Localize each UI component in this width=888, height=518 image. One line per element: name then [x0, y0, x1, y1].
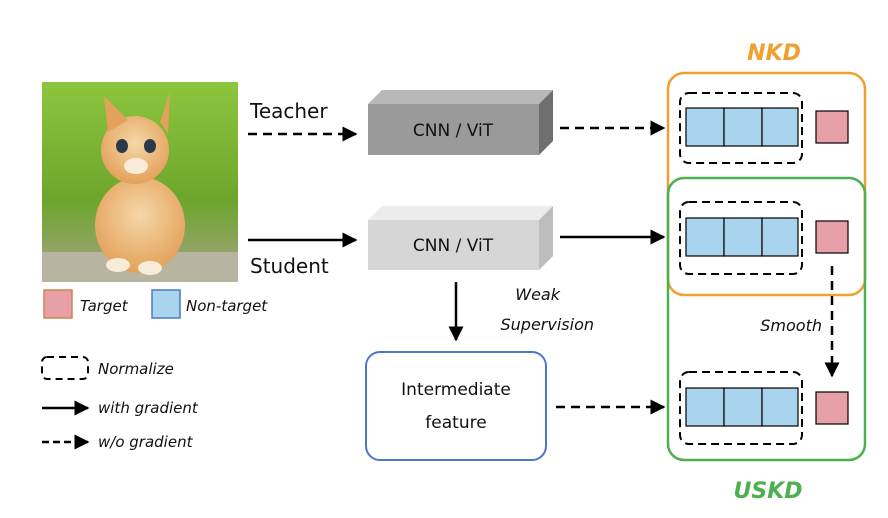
intermediate-label-line1: Intermediate: [401, 380, 511, 400]
target-cell: [815, 110, 849, 144]
intermediate-label-line2: feature: [425, 413, 486, 433]
legend-target-swatch: [43, 289, 73, 319]
legend-non-target-label: Non-target: [186, 297, 268, 315]
non-target-cell: [761, 217, 799, 257]
legend-colors: Target Non-target: [43, 289, 268, 319]
nkd-frame: [666, 71, 867, 297]
legend-wo-gradient-label: w/o gradient: [98, 433, 194, 451]
non-target-cell: [685, 217, 725, 257]
teacher-model-block: CNN / ViT: [368, 90, 553, 155]
legend-target-label: Target: [80, 297, 129, 315]
teacher-model-label: CNN / ViT: [413, 121, 494, 141]
normalize-box: [679, 92, 803, 164]
non-target-cell: [761, 107, 799, 147]
legend-normalize-icon: [41, 356, 89, 380]
uskd-frame: [666, 176, 867, 462]
weak-label-line2: Supervision: [501, 315, 595, 334]
non-target-cell: [685, 387, 725, 427]
non-target-cell: [723, 387, 763, 427]
non-target-cell: [723, 217, 763, 257]
student-model-label: CNN / ViT: [413, 236, 494, 256]
normalize-box: [679, 371, 803, 445]
non-target-cell: [685, 107, 725, 147]
student-model-block: CNN / ViT: [368, 206, 553, 270]
uskd-title: USKD: [733, 479, 802, 504]
normalize-box: [679, 201, 803, 275]
student-logits: [679, 201, 849, 275]
kitten-image: [42, 82, 238, 282]
intermediate-feature-box: Intermediate feature: [365, 351, 547, 461]
target-cell: [815, 391, 849, 425]
weak-label-line1: Weak: [515, 285, 560, 304]
nkd-title: NKD: [747, 41, 801, 66]
non-target-cell: [723, 107, 763, 147]
legend-symbols: Normalize with gradient w/o gradient: [41, 356, 199, 451]
teacher-label: Teacher: [249, 99, 328, 123]
smooth-label: Smooth: [760, 316, 822, 335]
non-target-cell: [761, 387, 799, 427]
teacher-logits: [679, 92, 849, 164]
student-label: Student: [250, 254, 329, 278]
legend-non-target-swatch: [151, 289, 181, 319]
legend-normalize-label: Normalize: [98, 360, 174, 378]
target-cell: [815, 220, 849, 254]
legend-with-gradient-label: with gradient: [98, 399, 199, 417]
intermediate-logits: [679, 371, 849, 445]
